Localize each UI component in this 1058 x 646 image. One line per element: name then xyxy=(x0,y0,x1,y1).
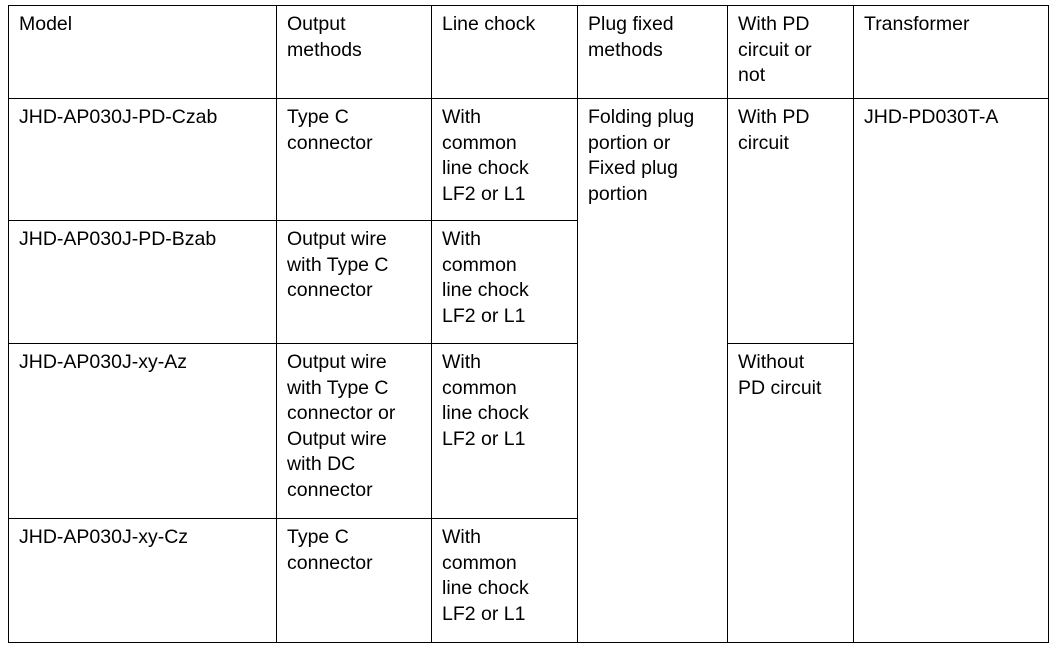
model-specification-table: Model Output methods Line chock Plug fix… xyxy=(8,5,1049,643)
cell-line-chock: With common line chock LF2 or L1 xyxy=(431,518,578,643)
column-header-model: Model xyxy=(8,5,277,99)
cell-line-chock: With common line chock LF2 or L1 xyxy=(431,343,578,519)
cell-output-methods: Output wire with Type C connector xyxy=(276,220,432,344)
column-header-output-methods: Output methods xyxy=(276,5,432,99)
cell-pd-circuit: Without PD circuit xyxy=(727,343,854,643)
column-header-line-chock: Line chock xyxy=(431,5,578,99)
table-row: JHD-AP030J-PD-Bzab Output wire with Type… xyxy=(8,220,1049,344)
cell-output-methods: Type C connector xyxy=(276,98,432,221)
table-header-row: Model Output methods Line chock Plug fix… xyxy=(8,5,1049,99)
cell-model: JHD-AP030J-PD-Czab xyxy=(8,98,277,221)
table-row: JHD-AP030J-xy-Az Output wire with Type C… xyxy=(8,343,1049,643)
cell-pd-circuit: With PD circuit xyxy=(727,98,854,344)
cell-model: JHD-AP030J-xy-Cz xyxy=(8,518,277,643)
table-row: JHD-AP030J-PD-Czab Type C connector With… xyxy=(8,98,1049,643)
cell-output-methods: Type C connector xyxy=(276,518,432,643)
column-header-plug-fixed-methods: Plug fixed methods xyxy=(577,5,728,99)
cell-line-chock: With common line chock LF2 or L1 xyxy=(431,220,578,344)
column-header-transformer: Transformer xyxy=(853,5,1049,99)
cell-plug-fixed-methods: Folding plug portion or Fixed plug porti… xyxy=(577,98,728,643)
column-header-pd-circuit: With PD circuit or not xyxy=(727,5,854,99)
table-row: JHD-AP030J-xy-Cz Type C connector With c… xyxy=(8,518,1049,643)
cell-model: JHD-AP030J-xy-Az xyxy=(8,343,277,519)
cell-transformer: JHD-PD030T-A xyxy=(853,98,1049,643)
cell-output-methods: Output wire with Type C connector or Out… xyxy=(276,343,432,519)
cell-line-chock: With common line chock LF2 or L1 xyxy=(431,98,578,221)
cell-model: JHD-AP030J-PD-Bzab xyxy=(8,220,277,344)
